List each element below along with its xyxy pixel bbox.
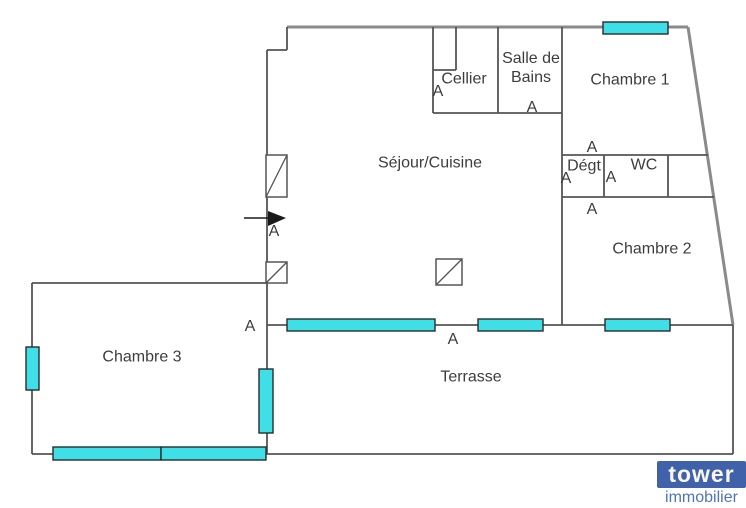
door-marker: A bbox=[586, 201, 598, 218]
room-label-wc: WC bbox=[630, 156, 658, 174]
logo-brand: tower bbox=[668, 461, 735, 487]
window bbox=[286, 318, 436, 332]
room-label-salle-de-bains: Salle de Bains bbox=[502, 50, 560, 86]
logo-tagline: immobilier bbox=[665, 489, 738, 506]
door-symbol-diagonal bbox=[265, 261, 288, 284]
entrance-arrow-head bbox=[268, 211, 286, 226]
door-marker: A bbox=[586, 139, 598, 156]
logo-box: tower bbox=[657, 461, 746, 488]
door-symbol-diagonal bbox=[435, 258, 463, 286]
window bbox=[477, 318, 544, 332]
room-label-chambre-1: Chambre 1 bbox=[590, 71, 670, 89]
door-marker: A bbox=[268, 223, 280, 240]
room-label-terrasse: Terrasse bbox=[440, 368, 502, 386]
room-label-chambre-3: Chambre 3 bbox=[102, 348, 182, 366]
door-symbol-diagonal bbox=[265, 154, 288, 198]
door-marker: A bbox=[244, 318, 256, 335]
door-marker: A bbox=[432, 83, 444, 100]
agency-logo: tower immobilier bbox=[657, 461, 746, 507]
room-label-chambre-2: Chambre 2 bbox=[612, 240, 692, 258]
window bbox=[602, 21, 669, 35]
room-label-sejour-cuisine: Séjour/Cuisine bbox=[377, 154, 483, 172]
window bbox=[258, 368, 274, 434]
window bbox=[25, 346, 40, 391]
window bbox=[160, 446, 267, 461]
room-label-degt: Dégt bbox=[567, 157, 601, 175]
door-marker: A bbox=[605, 169, 617, 186]
wall bbox=[686, 26, 735, 326]
room-label-cellier: Cellier bbox=[441, 70, 487, 88]
door-marker: A bbox=[447, 331, 459, 348]
window bbox=[604, 318, 671, 332]
door-marker: A bbox=[560, 170, 572, 187]
door-marker: A bbox=[526, 99, 538, 116]
